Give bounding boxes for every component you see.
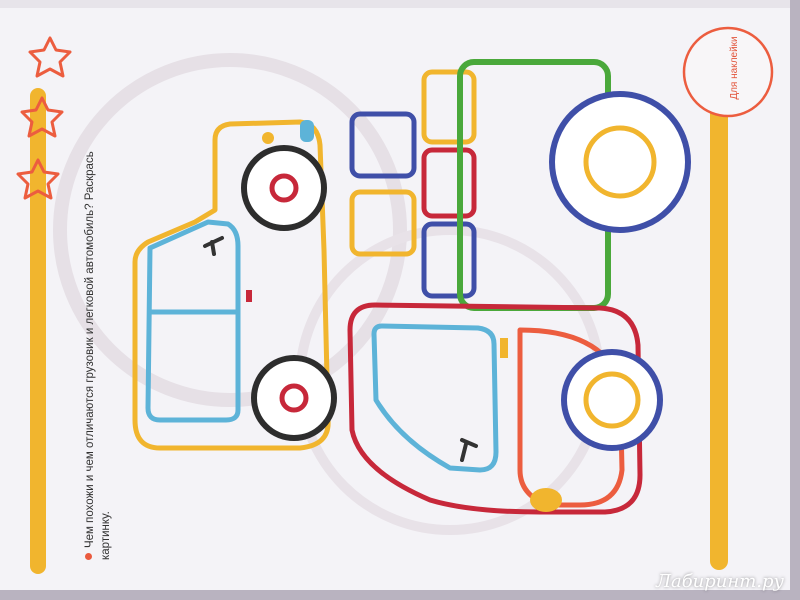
- truck-headlight: [530, 488, 562, 512]
- truck-mirror: [460, 438, 478, 462]
- car-front-light: [300, 120, 314, 142]
- cargo-box-yellow-2: [421, 69, 477, 145]
- car-door-handle: [246, 290, 252, 302]
- car-body-outline: [132, 119, 331, 451]
- left-progress-bar: [30, 88, 46, 574]
- truck-cab: [347, 302, 663, 515]
- truck-rear-hub: [583, 371, 641, 429]
- right-progress-bar: [710, 70, 728, 570]
- truck-rear-wheel: [561, 349, 663, 451]
- star-icon: [20, 96, 64, 138]
- car-headlight: [262, 132, 274, 144]
- truck-front-wheel: [549, 91, 691, 233]
- sticker-placeholder-label: Для наклейки: [729, 36, 740, 100]
- car-mirror: [203, 236, 224, 256]
- star-icon: [28, 36, 72, 78]
- car-rear-wheel: [251, 355, 337, 441]
- truck-front-hub: [583, 125, 657, 199]
- truck-fender: [517, 327, 625, 508]
- cargo-box-red: [421, 147, 477, 219]
- instruction-text: Чем похожи и чем отличаются грузовик и л…: [82, 120, 114, 560]
- truck-window: [371, 323, 499, 473]
- instruction-label: Чем похожи и чем отличаются грузовик и л…: [84, 151, 112, 560]
- car-front-wheel: [241, 145, 327, 231]
- cargo-box-blue-2: [421, 221, 477, 299]
- truck-handle: [500, 338, 508, 358]
- car-front-hub: [269, 173, 299, 203]
- truck-cab-outline: [347, 302, 643, 515]
- faint-background-circle: [53, 53, 407, 407]
- car-window: [145, 219, 241, 423]
- cargo-box-yellow: [349, 189, 417, 257]
- illustration: [16, 26, 774, 574]
- watermark-logo: Лабиринт.ру: [655, 571, 784, 592]
- truck-cargo: [349, 69, 477, 299]
- passenger-car: [132, 119, 337, 451]
- cargo-box-blue: [349, 111, 417, 179]
- car-rear-hub: [279, 383, 309, 413]
- workbook-page: Чем похожи и чем отличаются грузовик и л…: [0, 0, 790, 590]
- star-icon: [16, 158, 60, 200]
- bullet-icon: [85, 553, 92, 560]
- sticker-placeholder-circle: [682, 26, 774, 118]
- top-page-edge: [0, 0, 790, 8]
- faint-background-circle-2: [295, 225, 605, 535]
